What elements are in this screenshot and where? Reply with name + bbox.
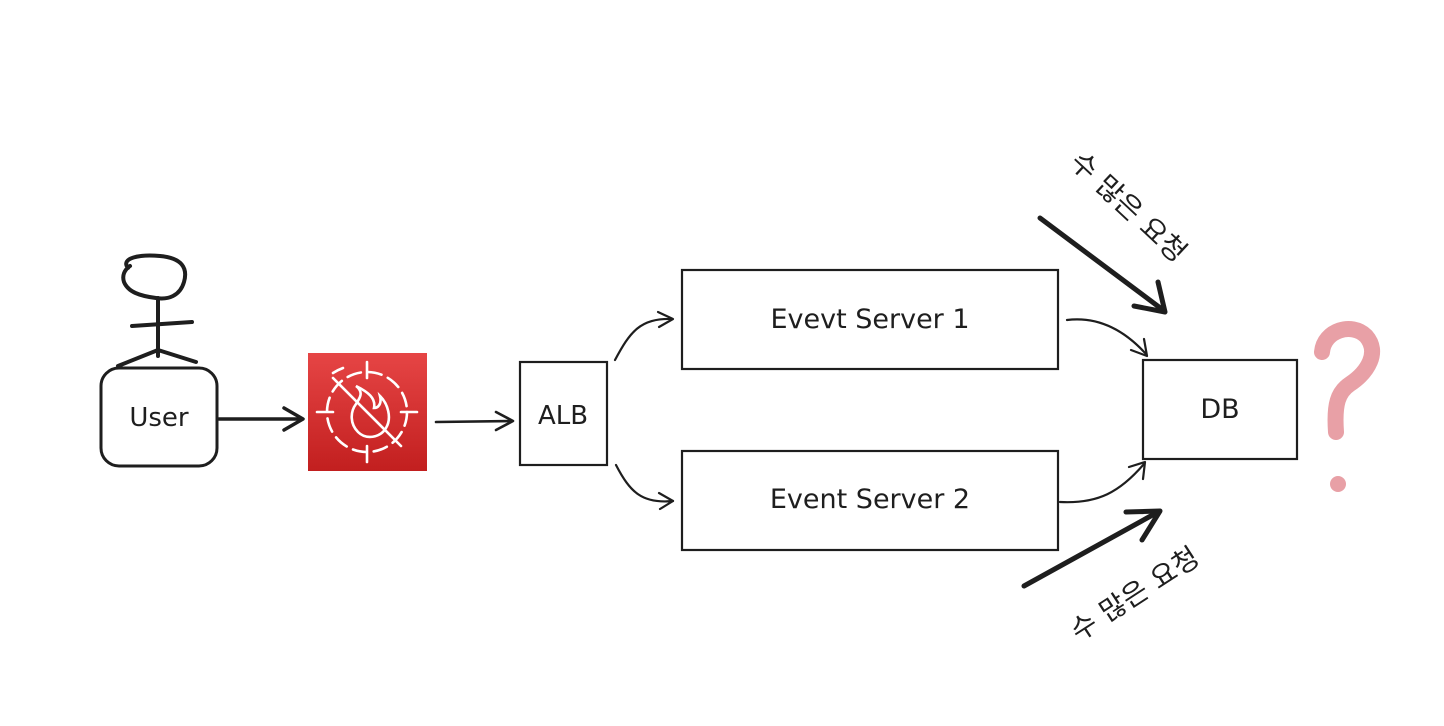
user-label: User (129, 403, 189, 433)
question-mark-annotation (1314, 321, 1381, 492)
db-node: DB (1141, 358, 1299, 461)
alb-label: ALB (538, 401, 588, 431)
heavy-arrow-bottom (1021, 508, 1163, 589)
event-server-2-node: Event Server 2 (680, 449, 1060, 552)
server2-label: Event Server 2 (770, 484, 970, 515)
alb-node: ALB (518, 360, 609, 467)
arrow-server1-to-db (1065, 318, 1149, 358)
heavy-arrow-top (1037, 215, 1168, 315)
bottom-requests-annotation: 수 많은 요청 (1064, 540, 1205, 648)
person-icon (116, 253, 198, 368)
arrow-user-to-firewall (217, 406, 305, 432)
server1-label: Evevt Server 1 (770, 304, 969, 335)
db-label: DB (1200, 394, 1239, 425)
arrow-server2-to-db (1058, 460, 1147, 504)
event-server-1-node: Evevt Server 1 (680, 268, 1060, 371)
arrow-alb-to-server1 (613, 310, 675, 362)
user-node: User (99, 366, 219, 468)
firewall-icon (308, 353, 427, 471)
arrow-firewall-to-alb (434, 410, 515, 432)
arrow-alb-to-server2 (614, 463, 675, 511)
